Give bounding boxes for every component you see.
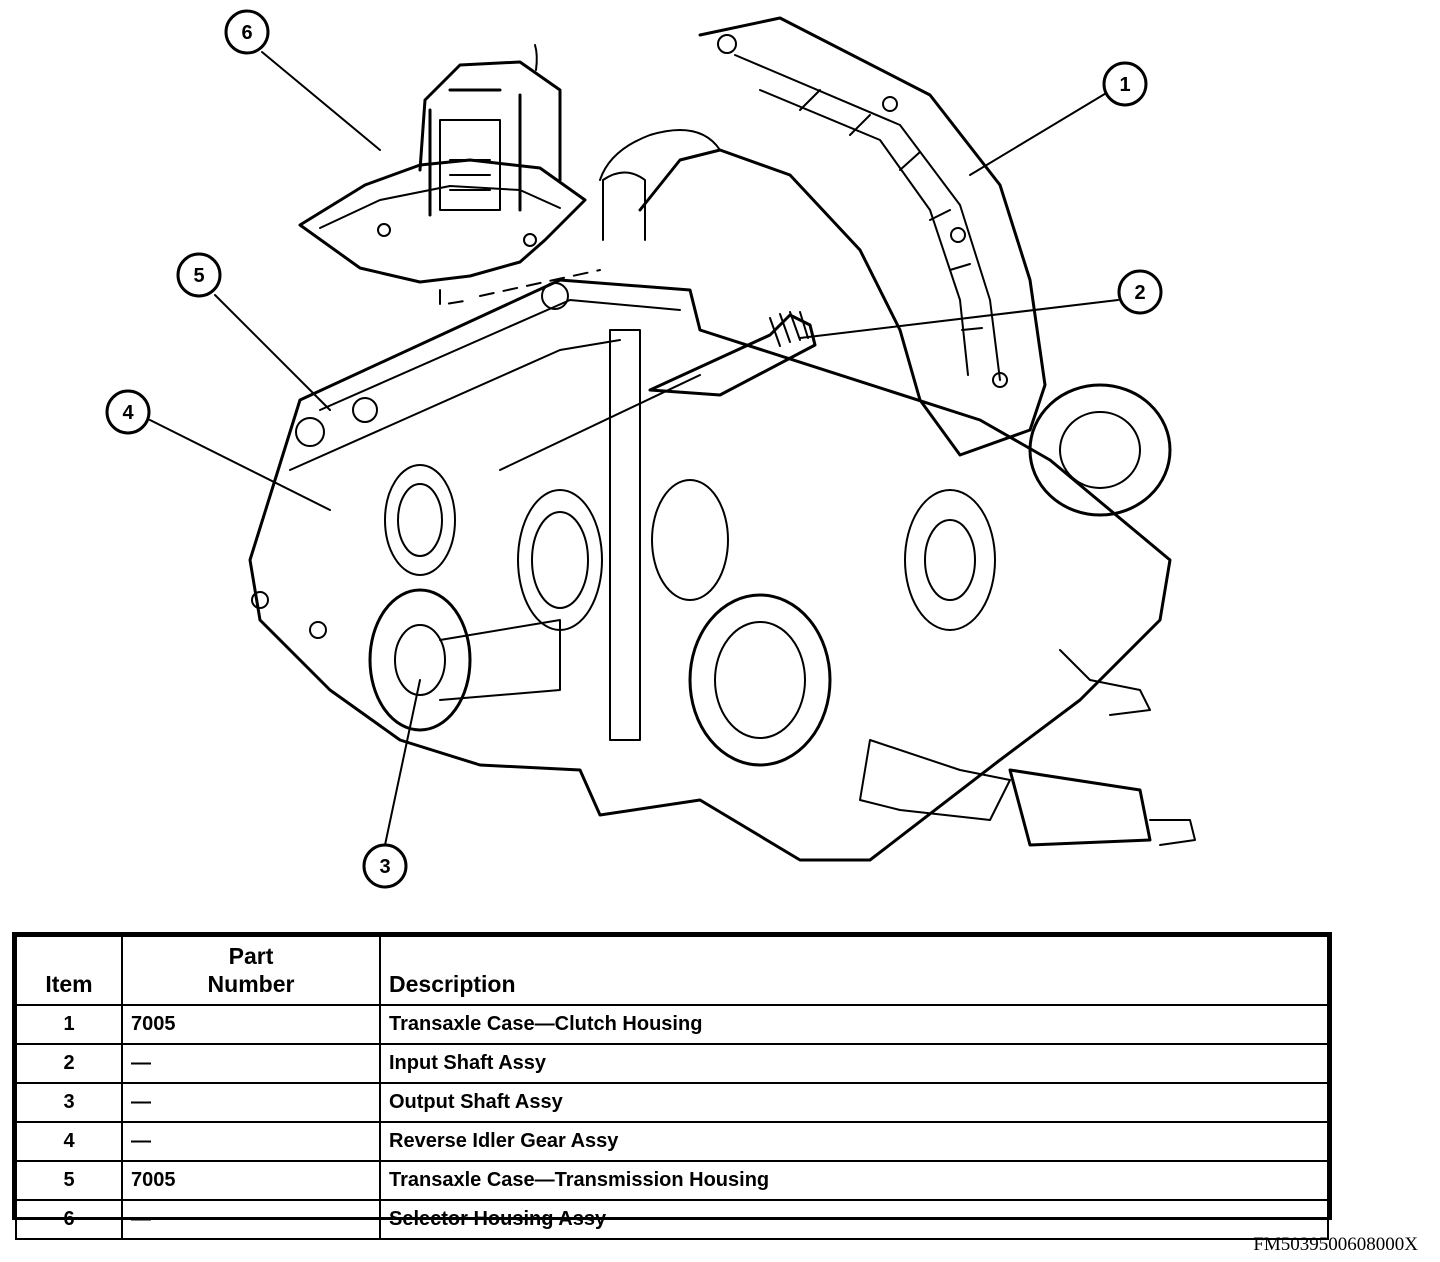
document-code: FM5039500608000X: [1253, 1234, 1418, 1255]
header-description: Description: [379, 934, 1329, 1007]
row-part-number: 7005: [121, 1160, 381, 1202]
row-description: Output Shaft Assy: [379, 1082, 1329, 1124]
row-item: 5: [15, 1160, 123, 1202]
callout-6-label: 6: [241, 22, 252, 44]
table-header-row: Item Part Number Description: [15, 934, 1329, 1007]
row-item: 1: [15, 1004, 123, 1046]
table-row: 2 — Input Shaft Assy: [15, 1043, 1329, 1085]
row-part-number: 7005: [121, 1004, 381, 1046]
clutch-housing-drawing: [599, 16, 1047, 457]
transaxle-exploded-illustration: 1 2 3 4 5 6: [105, 9, 1196, 889]
callout-3: 3: [362, 843, 408, 889]
row-description: Input Shaft Assy: [379, 1043, 1329, 1085]
row-item: 2: [15, 1043, 123, 1085]
table-row: 3 — Output Shaft Assy: [15, 1082, 1329, 1124]
row-description: Transaxle Case—Transmission Housing: [379, 1160, 1329, 1202]
row-part-number: —: [121, 1082, 381, 1124]
callout-3-label: 3: [379, 856, 390, 878]
callout-5-label: 5: [193, 265, 204, 287]
header-part-line2: Number: [207, 970, 295, 997]
row-part-number: —: [121, 1043, 381, 1085]
input-shaft-drawing: [499, 311, 817, 471]
row-item: 3: [15, 1082, 123, 1124]
callout-5: 5: [176, 252, 222, 298]
row-description: Transaxle Case—Clutch Housing: [379, 1004, 1329, 1046]
row-item: 6: [15, 1199, 123, 1241]
table-row: 6 — Selector Housing Assy: [15, 1199, 1329, 1241]
table-row: 4 — Reverse Idler Gear Assy: [15, 1121, 1329, 1163]
table-row: 1 7005 Transaxle Case—Clutch Housing: [15, 1004, 1329, 1046]
header-part-line1: Part: [228, 943, 274, 969]
selector-housing-drawing: [298, 44, 601, 306]
row-description: Reverse Idler Gear Assy: [379, 1121, 1329, 1163]
output-shaft-drawing: [368, 588, 561, 732]
callout-1: 1: [1102, 61, 1148, 107]
callout-4: 4: [105, 389, 151, 435]
callout-2: 2: [1117, 269, 1163, 315]
row-description: Selector Housing Assy: [379, 1199, 1329, 1241]
leader-lines: [149, 51, 1119, 846]
gear-cluster-drawing: [384, 383, 1172, 631]
row-item: 4: [15, 1121, 123, 1163]
parts-table-grid: Item Part Number Description 1 7005 Tran…: [15, 934, 1329, 1241]
callout-4-label: 4: [122, 402, 134, 424]
header-part-number: Part Number: [121, 934, 381, 1007]
callout-1-label: 1: [1119, 74, 1130, 96]
callout-6: 6: [224, 9, 270, 55]
header-item: Item: [15, 934, 123, 1007]
differential-drawing: [602, 171, 1196, 847]
parts-table: Item Part Number Description 1 7005 Tran…: [12, 932, 1332, 1241]
row-part-number: —: [121, 1121, 381, 1163]
callout-2-label: 2: [1134, 282, 1145, 304]
table-row: 5 7005 Transaxle Case—Transmission Housi…: [15, 1160, 1329, 1202]
row-part-number: —: [121, 1199, 381, 1241]
transmission-case-drawing: [248, 278, 1172, 862]
